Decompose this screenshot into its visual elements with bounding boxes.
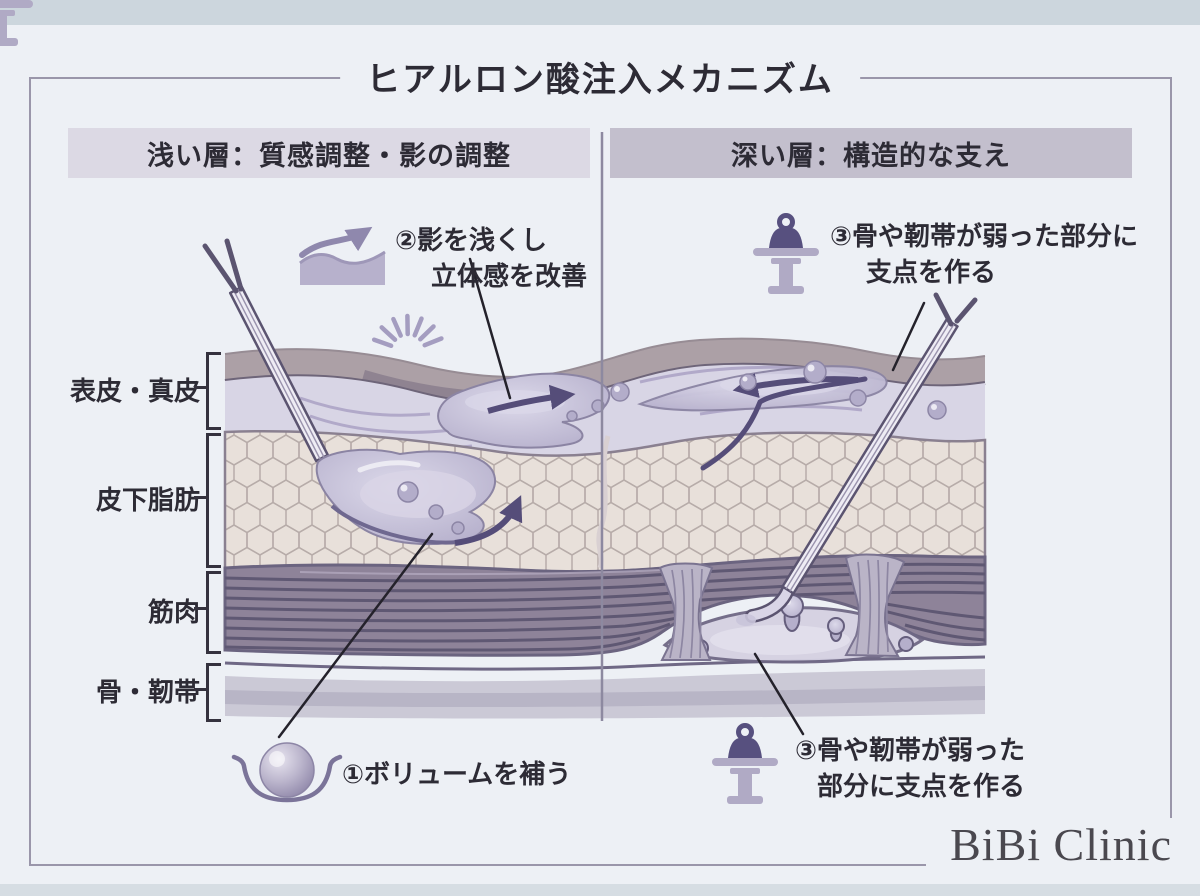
annotation-line: ③骨や靭帯が弱った — [795, 735, 1026, 765]
bracket-subcutaneous-fat — [206, 433, 221, 568]
bracket-dash — [194, 496, 206, 499]
annotation-support-top: ③骨や靭帯が弱った部分に 支点を作る — [830, 218, 1138, 290]
annotation-line: 立体感を改善 — [431, 261, 588, 291]
bracket-bone-ligament — [206, 663, 221, 722]
bracket-dash — [194, 688, 206, 691]
annotation-line: 支点を作る — [866, 257, 997, 287]
bracket-epidermis-dermis — [206, 352, 221, 430]
bottom-band — [0, 884, 1200, 896]
label-subcutaneous-fat: 皮下脂肪 — [95, 485, 200, 515]
page-title: ヒアルロン酸注入メカニズム — [340, 52, 860, 101]
bracket-dash — [194, 386, 206, 389]
label-muscle: 筋肉 — [147, 597, 200, 627]
label-epidermis-dermis: 表皮・真皮 — [69, 376, 200, 406]
annotation-volume: ①ボリュームを補う — [342, 756, 571, 792]
bracket-dash — [194, 607, 206, 610]
annotation-line: 部分に支点を作る — [817, 771, 1026, 801]
annotation-line: ②影を浅くし — [395, 225, 548, 255]
annotation-line: ①ボリュームを補う — [342, 759, 572, 789]
clinic-logo: BiBi Clinic — [926, 818, 1172, 871]
bracket-muscle — [206, 571, 221, 654]
label-bone-ligament: 骨・靭帯 — [95, 677, 200, 707]
annotation-support-bottom: ③骨や靭帯が弱った 部分に支点を作る — [795, 732, 1025, 804]
header-shallow-layer: 浅い層：質感調整・影の調整 — [68, 128, 590, 178]
annotation-shadow-improve: ②影を浅くし 立体感を改善 — [395, 222, 587, 294]
top-band — [0, 0, 1200, 25]
annotation-line: ③骨や靭帯が弱った部分に — [830, 221, 1139, 251]
header-deep-layer: 深い層：構造的な支え — [610, 128, 1132, 178]
